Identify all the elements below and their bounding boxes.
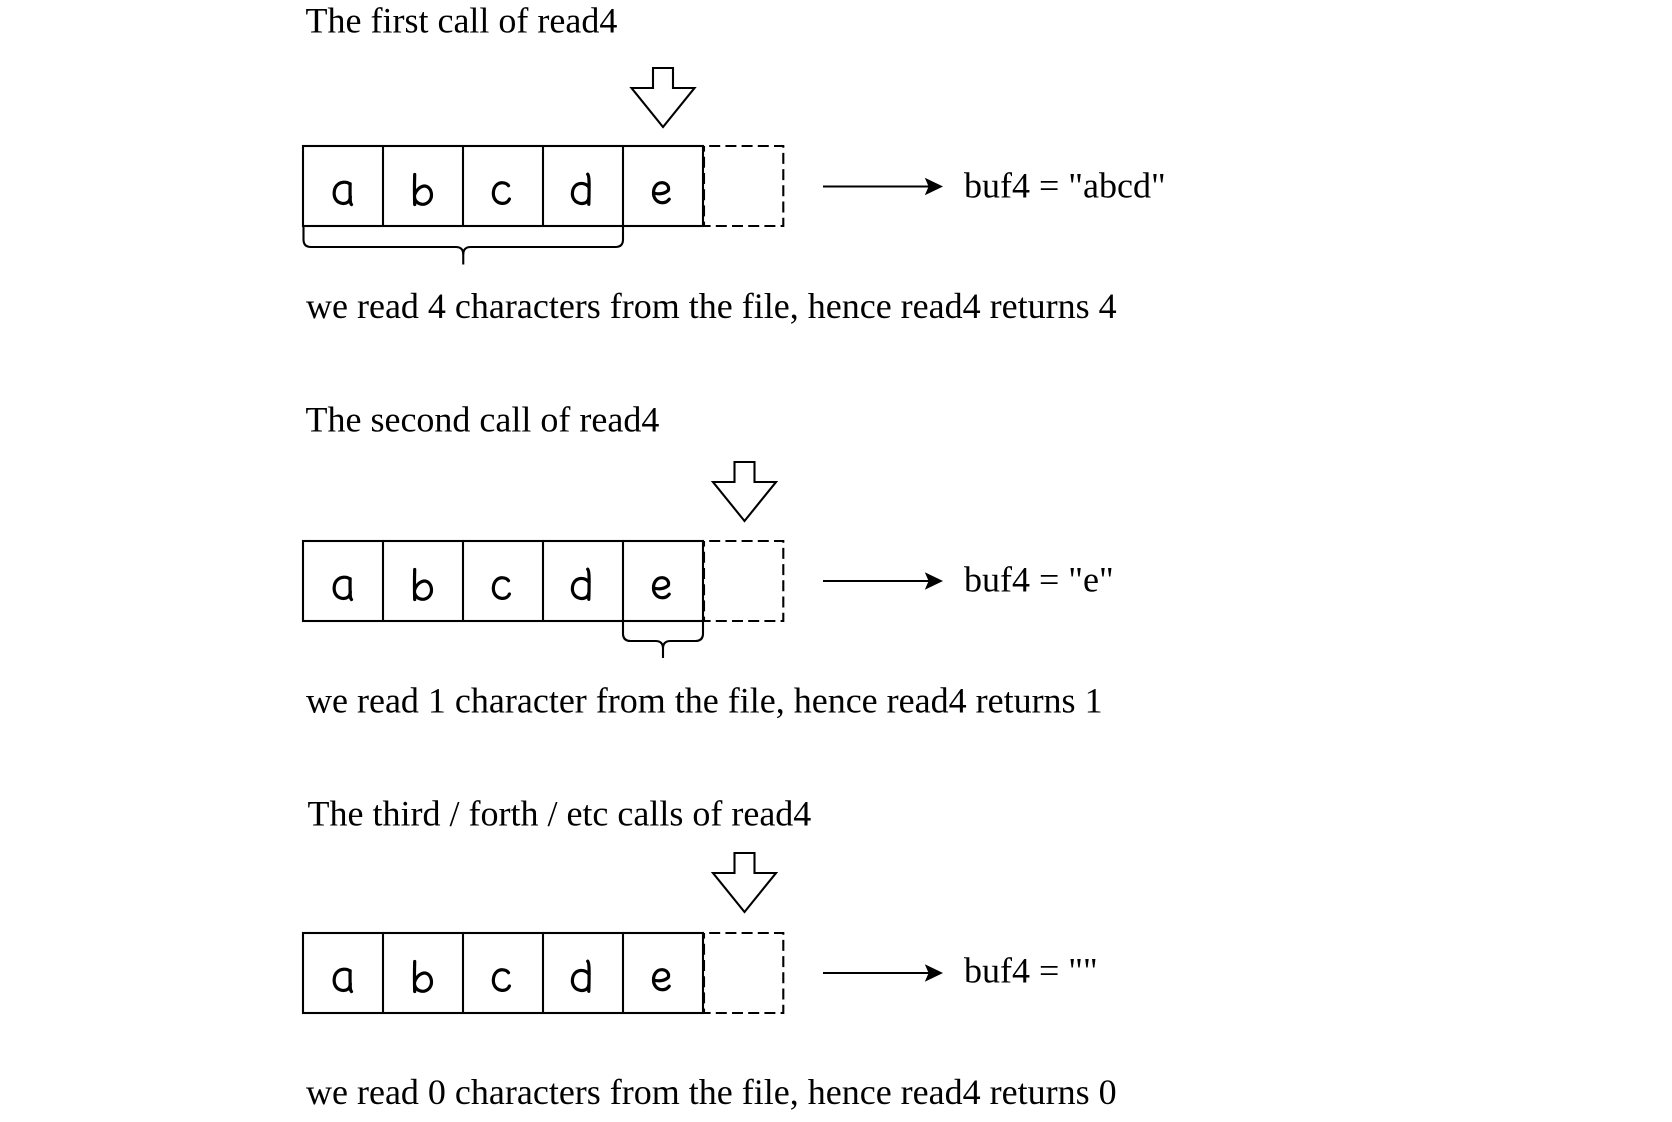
svg-text:we read 4 characters from the: we read 4 characters from the file, henc… — [306, 286, 1117, 326]
svg-text:buf4 = "": buf4 = "" — [964, 951, 1098, 991]
svg-text:The first call of read4: The first call of read4 — [306, 0, 618, 40]
svg-text:we read 0 characters from the: we read 0 characters from the file, henc… — [306, 1072, 1117, 1112]
svg-text:The second call of read4: The second call of read4 — [306, 399, 660, 439]
svg-text:The third / forth / etc calls: The third / forth / etc calls of read4 — [308, 794, 812, 834]
svg-text:we read 1 character from the f: we read 1 character from the file, hence… — [306, 681, 1103, 721]
svg-text:buf4 = "abcd": buf4 = "abcd" — [964, 165, 1166, 205]
svg-text:buf4 = "e": buf4 = "e" — [964, 560, 1114, 600]
